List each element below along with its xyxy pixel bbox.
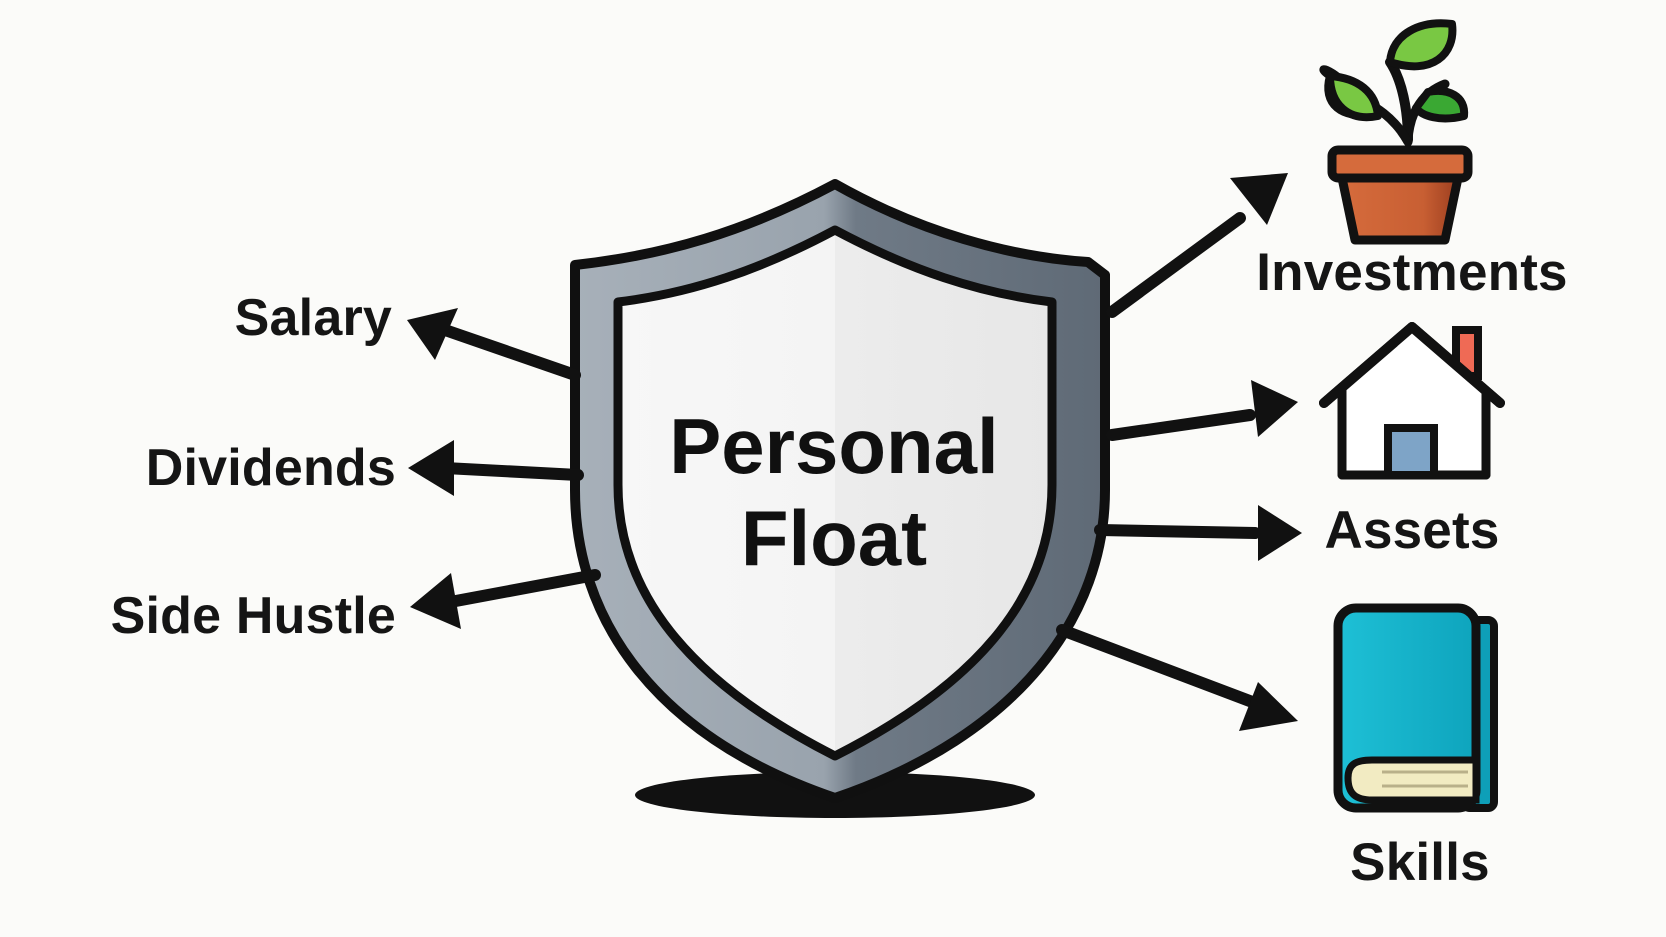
outflow-label-assets: Assets [1324, 501, 1500, 560]
arrow-assets [1106, 380, 1298, 441]
arrow-skills [1056, 624, 1298, 731]
book-icon [1333, 603, 1498, 813]
house-icon [1319, 322, 1505, 480]
outflow-label-investments: Investments [1256, 243, 1568, 302]
shield-icon [570, 179, 1110, 803]
arrow-salary [407, 308, 581, 381]
arrow-investments [1106, 173, 1288, 318]
center-title-line1: Personal [669, 402, 999, 490]
inflow-label-dividends: Dividends [145, 439, 396, 497]
center-title: Personal Float [634, 400, 1034, 584]
plant-pot-icon [1319, 19, 1473, 245]
inflow-label-salary: Salary [234, 289, 392, 347]
arrow-dividends [408, 440, 584, 496]
arrow-side-hustle [410, 569, 601, 629]
inflow-label-side-hustle: Side Hustle [110, 587, 396, 645]
arrow-assets-lower [1094, 505, 1302, 561]
center-title-line2: Float [740, 494, 928, 582]
outflow-label-skills: Skills [1350, 833, 1490, 892]
